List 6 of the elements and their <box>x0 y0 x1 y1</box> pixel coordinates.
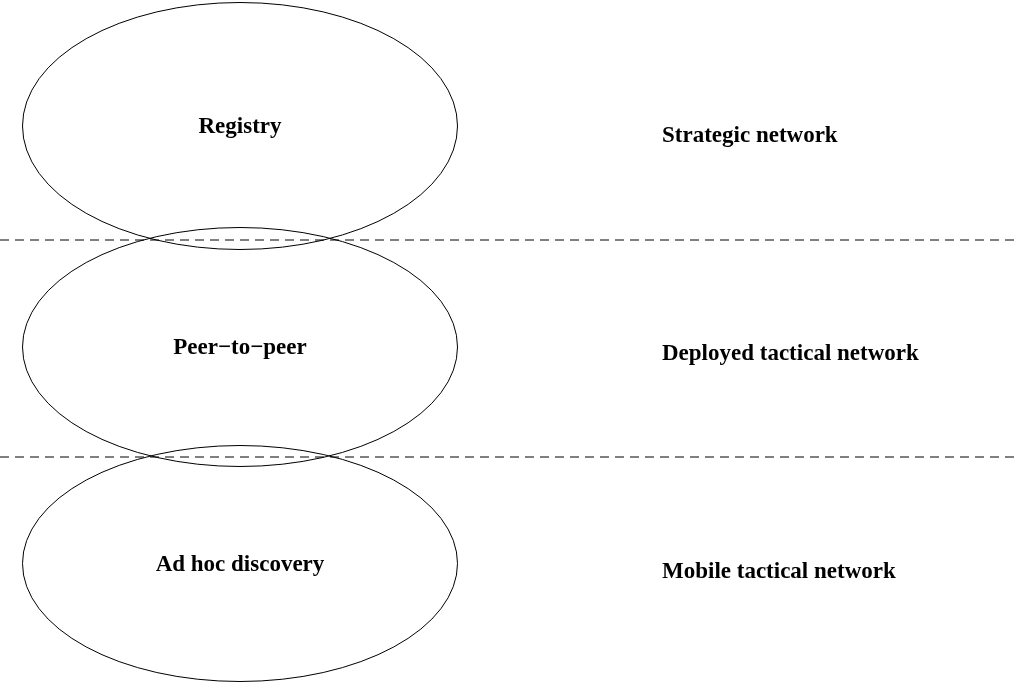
region-title: Ad hoc discovery <box>154 550 326 577</box>
network-layer-label: Strategic network <box>662 122 838 148</box>
network-layer-label: Deployed tactical network <box>662 340 919 366</box>
network-layer-label: Mobile tactical network <box>662 558 896 584</box>
region-title: Peer−to−peer <box>172 334 308 360</box>
region-title: Registry <box>197 113 283 139</box>
